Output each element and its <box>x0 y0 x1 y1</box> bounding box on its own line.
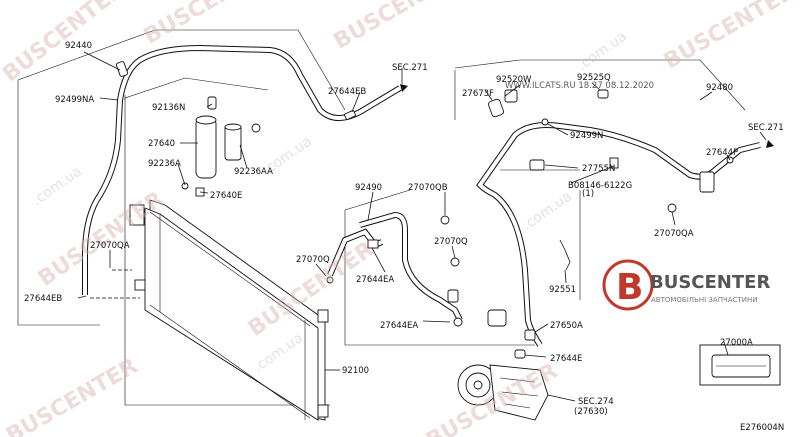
label-92490: 92490 <box>355 183 382 193</box>
label-92236AA: 92236AA <box>234 167 273 177</box>
compressor-kit-27000A <box>699 344 781 386</box>
label-27650A: 27650A <box>550 321 583 331</box>
logo-brand: BUSCENTER <box>650 272 770 293</box>
group-frames <box>17 29 746 406</box>
watermark: BUSCENTER <box>140 0 280 50</box>
logo-tagline: АВТОМОБІЛЬНІ ЗАПЧАСТИНИ <box>651 296 757 304</box>
group-small-parts-upper-right <box>488 89 619 271</box>
watermark-domain: .com.ua <box>575 28 630 73</box>
buscenter-logo: B BUSCENTER АВТОМОБІЛЬНІ ЗАПЧАСТИНИ <box>602 259 770 311</box>
label-27070QA-right: 27070QA <box>654 229 694 239</box>
label-27640E: 27640E <box>210 191 242 201</box>
label-92499NA: 92499NA <box>55 95 94 105</box>
label-92236A: 92236A <box>148 159 181 169</box>
watermark: BUSCENTER <box>660 0 800 75</box>
logo-letter: B <box>616 267 643 308</box>
label-27640: 27640 <box>148 139 175 149</box>
label-92440: 92440 <box>65 41 92 51</box>
condenser-92100 <box>129 199 329 421</box>
label-27070QA-left: 27070QA <box>90 241 130 251</box>
group-leader-lines <box>77 51 767 402</box>
label-27644E: 27644E <box>550 354 582 364</box>
watermark-domain: .com.ua <box>520 188 575 233</box>
label-92136N: 92136N <box>152 103 185 113</box>
label-27644EB-left: 27644EB <box>24 294 62 304</box>
label-92480: 92480 <box>706 83 733 93</box>
label-92520W: 92520W <box>496 75 532 85</box>
label-08146-6122G: B08146-6122G <box>568 181 632 191</box>
label-27673F: 27673F <box>462 89 494 99</box>
label-27644EA-top: 27644EA <box>356 275 394 285</box>
watermark: BUSCENTER <box>2 354 142 437</box>
label-08146-qty: (1) <box>582 189 594 199</box>
label-92499N: 92499N <box>570 131 603 141</box>
label-27755N: 27755N <box>582 164 615 174</box>
label-sec271-right: SEC.271 <box>748 123 784 133</box>
receiver-drier-27640 <box>181 96 261 197</box>
label-27644EA-bottom: 27644EA <box>380 321 418 331</box>
watermark-domain: .com.ua <box>30 163 85 208</box>
label-92100: 92100 <box>342 366 369 376</box>
pipe-92480 <box>476 118 774 347</box>
label-27000A: 27000A <box>720 338 753 348</box>
label-27644P: 27644P <box>706 148 738 158</box>
pipe-92440 <box>82 44 408 295</box>
diagram-code: E276004N <box>740 423 784 433</box>
label-27070QB: 27070QB <box>408 183 448 193</box>
label-27070Q-left: 27070Q <box>296 255 330 265</box>
label-27070Q-mid: 27070Q <box>434 237 468 247</box>
label-92525Q: 92525Q <box>577 73 611 83</box>
label-sec274-sub: (27630) <box>574 407 608 417</box>
watermark: BUSCENTER <box>330 0 470 55</box>
label-sec271-left: SEC.271 <box>392 63 428 73</box>
label-92551: 92551 <box>549 285 576 295</box>
label-27644EB-top: 27644EB <box>328 87 366 97</box>
group-part-labels: 92440 92499NA 92136N 27640 92236A 92236A… <box>24 41 784 433</box>
pipe-92490 <box>326 211 463 327</box>
compressor <box>457 329 549 421</box>
ilcats-stamp: WWW.ILCATS.RU 18.27 08.12.2020 <box>505 81 654 91</box>
label-sec274: SEC.274 <box>578 397 614 407</box>
